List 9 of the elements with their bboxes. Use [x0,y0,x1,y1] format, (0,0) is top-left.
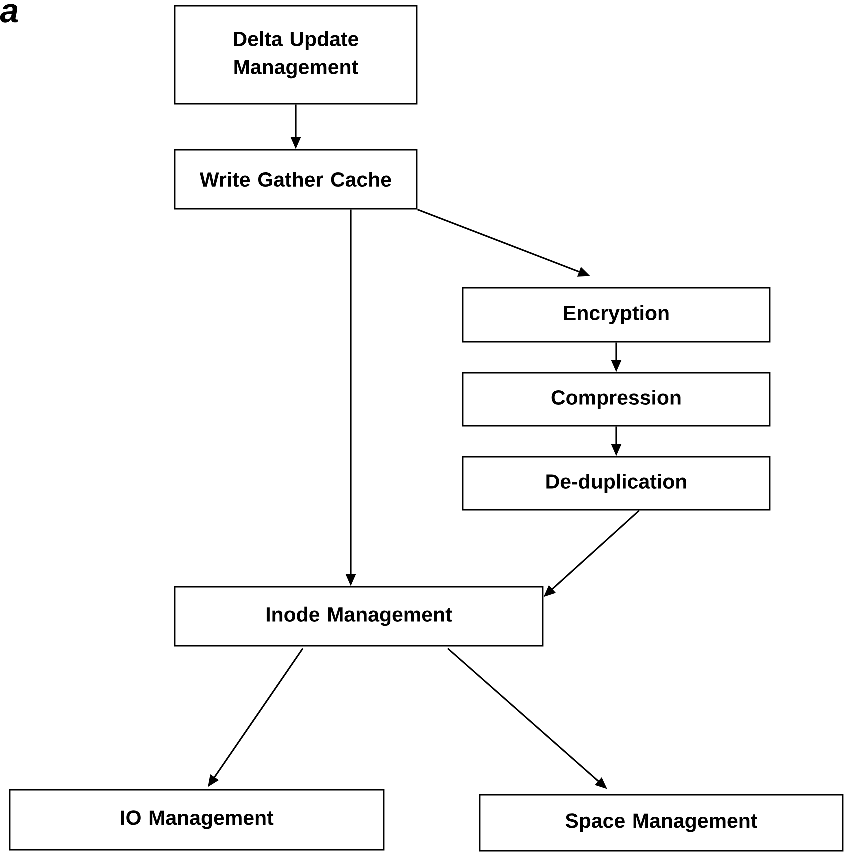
process-box: Inode Management [174,586,544,647]
process-box: Encryption [462,287,771,343]
panel-letter: a [0,4,18,23]
process-box: De-duplication [462,456,771,511]
process-box: Write Gather Cache [174,149,418,210]
process-box: Space Management [479,794,844,852]
process-box: Delta Update Management [174,5,418,105]
process-box: IO Management [9,789,385,851]
process-box: Compression [462,372,771,427]
